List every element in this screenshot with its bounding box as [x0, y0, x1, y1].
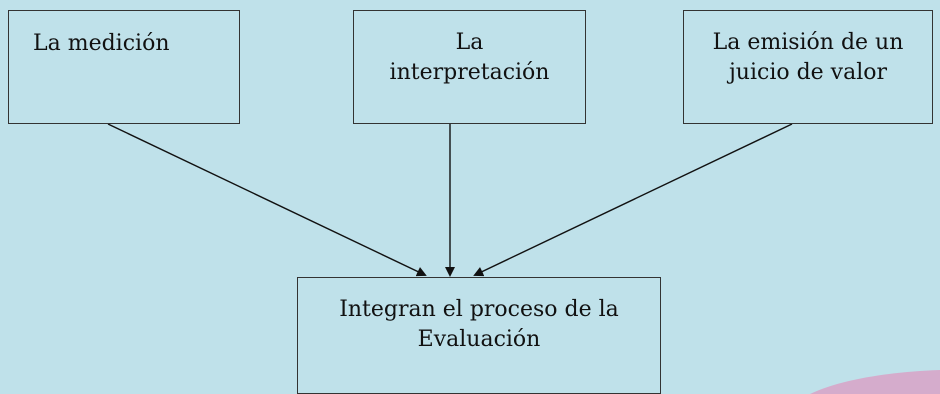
result-box: Integran el proceso de la Evaluación [297, 277, 661, 394]
interpretation-line-2: interpretación [389, 60, 550, 85]
judgement-line-2: juicio de valor [728, 60, 888, 85]
measurement-label: La medición [33, 31, 170, 56]
interpretation-box: La interpretación [353, 10, 586, 124]
result-label: Integran el proceso de la Evaluación [298, 295, 660, 355]
corner-decoration [810, 370, 940, 394]
interpretation-line-1: La [455, 30, 484, 55]
result-line-2: Evaluación [417, 327, 541, 352]
measurement-box: La medición [8, 10, 240, 124]
judgement-box: La emisión de un juicio de valor [683, 10, 933, 124]
judgement-label: La emisión de un juicio de valor [684, 28, 932, 88]
result-line-1: Integran el proceso de la [339, 297, 619, 322]
interpretation-label: La interpretación [354, 28, 585, 88]
arrow-measurement-to-result [107, 123, 427, 277]
judgement-line-1: La emisión de un [712, 30, 904, 55]
arrow-judgement-to-result [473, 123, 793, 277]
